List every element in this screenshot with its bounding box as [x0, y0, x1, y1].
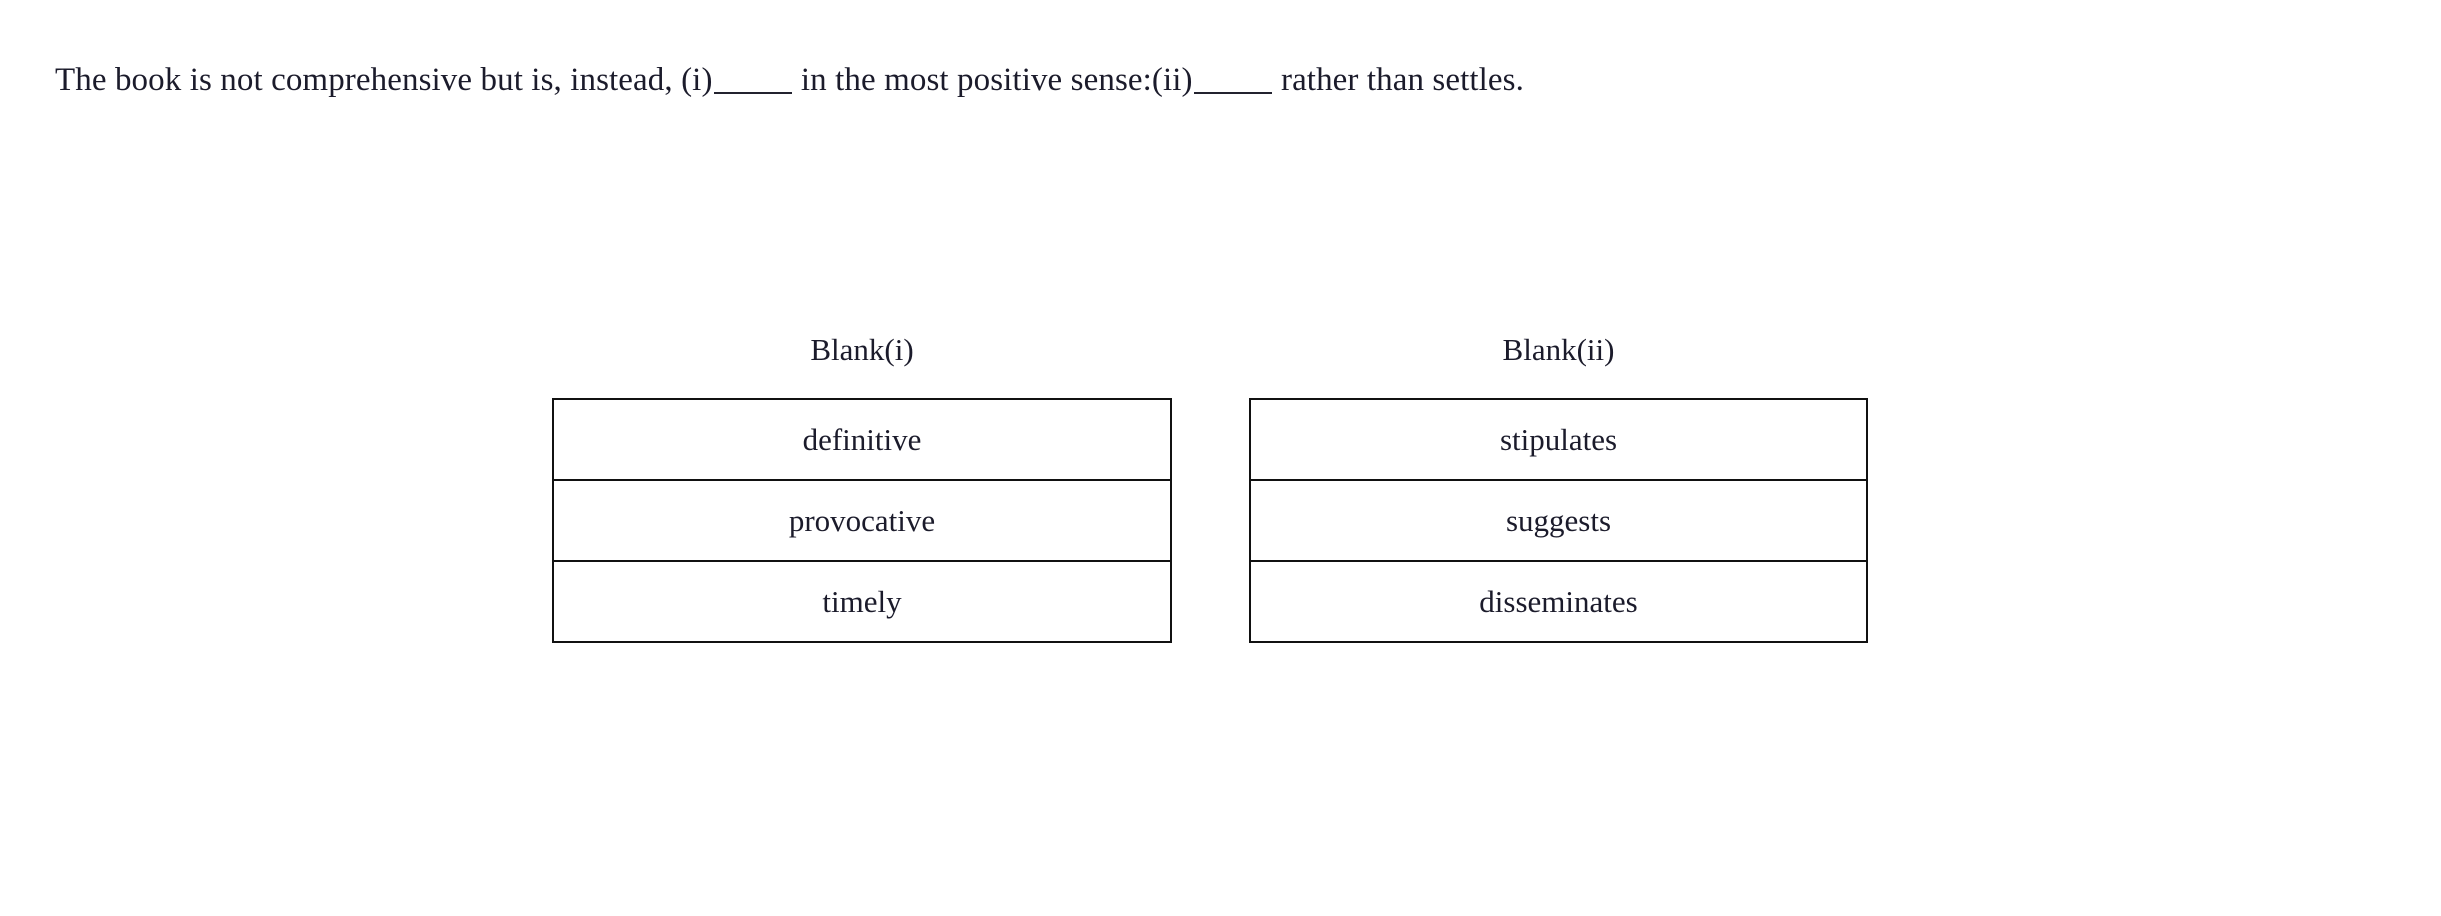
blank-ii-option-3[interactable]: disseminates [1249, 560, 1868, 643]
blank-ii-option-2[interactable]: suggests [1249, 479, 1868, 562]
blank-ii-group: Blank(ii) stipulates suggests disseminat… [1249, 330, 1868, 643]
question-stem: The book is not comprehensive but is, in… [55, 58, 1524, 102]
blank-ii-options-table: stipulates suggests disseminates [1249, 398, 1868, 643]
question-stem-part-2: in the most positive sense:(ii) [792, 62, 1193, 98]
table-row[interactable]: stipulates [1249, 398, 1868, 481]
blank-ii-heading: Blank(ii) [1502, 332, 1615, 367]
blank-i-option-1[interactable]: definitive [552, 398, 1172, 481]
blank-i-option-3[interactable]: timely [552, 560, 1172, 643]
table-row[interactable]: disseminates [1249, 560, 1868, 643]
question-stem-part-1: The book is not comprehensive but is, in… [55, 62, 713, 98]
table-row[interactable]: provocative [552, 479, 1172, 562]
blank-i-heading: Blank(i) [810, 332, 914, 367]
blank-ii-option-1[interactable]: stipulates [1249, 398, 1868, 481]
blank-i-option-2[interactable]: provocative [552, 479, 1172, 562]
question-stem-part-3: rather than settles. [1272, 62, 1524, 98]
blank-ii-rule [1193, 92, 1272, 94]
blank-i-options-table: definitive provocative timely [552, 398, 1172, 643]
table-row[interactable]: definitive [552, 398, 1172, 481]
blank-i-rule [713, 92, 792, 94]
table-row[interactable]: timely [552, 560, 1172, 643]
blank-i-group: Blank(i) definitive provocative timely [552, 330, 1172, 643]
table-row[interactable]: suggests [1249, 479, 1868, 562]
